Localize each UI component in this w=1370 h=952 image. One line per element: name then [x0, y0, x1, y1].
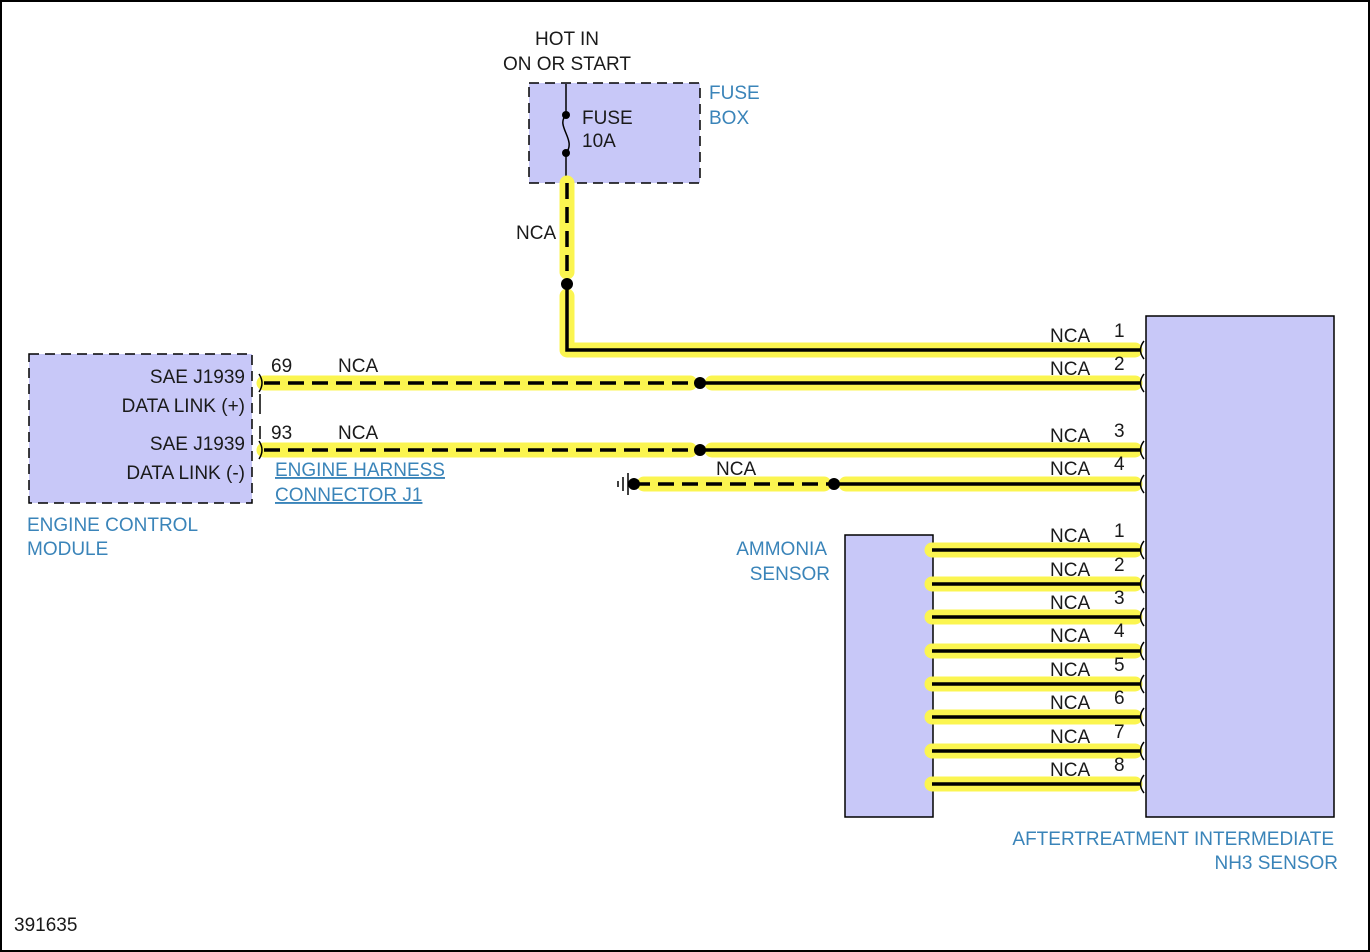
circuit-highlight: [256, 175, 1143, 492]
power-label-line2: ON OR START: [503, 54, 631, 75]
nh3-bottom-pin-6: 6: [1114, 688, 1125, 709]
nh3-bottom-circuit-2: NCA: [1050, 560, 1090, 581]
nh3-label-line1: AFTERTREATMENT INTERMEDIATE: [1012, 829, 1334, 850]
ecm-pin-plus-line1: SAE J1939: [150, 367, 245, 388]
figure-id: 391635: [14, 915, 77, 936]
pin69-wire-label: NCA: [338, 356, 378, 377]
nh3-bottom-pin-8: 8: [1114, 755, 1125, 776]
ecm-name-line1: ENGINE CONTROL: [27, 515, 198, 536]
ammonia-label-line1: AMMONIA: [736, 539, 827, 560]
ammonia-sensor-box[interactable]: [844, 534, 934, 818]
nh3-bottom-circuit-3: NCA: [1050, 593, 1090, 614]
ecm-pin-minus-line1: SAE J1939: [150, 434, 245, 455]
pin69-label: 69: [271, 356, 292, 377]
fuse-box[interactable]: [528, 82, 701, 184]
nh3-bottom-circuit-4: NCA: [1050, 626, 1090, 647]
nh3-top-pin-4: 4: [1114, 454, 1125, 475]
nh3-top-circuit-3: NCA: [1050, 426, 1090, 447]
power-label-line1: HOT IN: [535, 29, 599, 50]
harness-connector-link-line2[interactable]: CONNECTOR J1: [275, 485, 422, 506]
nh3-top-pin-2: 2: [1114, 354, 1125, 375]
nh3-bottom-circuit-1: NCA: [1050, 526, 1090, 547]
pin93-label: 93: [271, 423, 292, 444]
nh3-bottom-pin-3: 3: [1114, 588, 1125, 609]
fuse-box-label-line2: BOX: [709, 108, 749, 129]
ecm-pin-plus-line2: DATA LINK (+): [122, 396, 245, 417]
nh3-bottom-circuit-6: NCA: [1050, 693, 1090, 714]
nh3-top-pin-3: 3: [1114, 421, 1125, 442]
ground-icon: [617, 473, 634, 495]
nh3-bottom-pin-4: 4: [1114, 621, 1125, 642]
splice-fuse[interactable]: [561, 278, 573, 290]
ammonia-label-line2: SENSOR: [750, 564, 830, 585]
ecm-connector-symbols: [258, 373, 263, 460]
fuse-label: FUSE: [582, 108, 633, 129]
nh3-bottom-pin-5: 5: [1114, 655, 1125, 676]
splice-ground[interactable]: [828, 478, 840, 490]
nh3-top-circuit-1: NCA: [1050, 326, 1090, 347]
nh3-bottom-pin-1: 1: [1114, 521, 1125, 542]
nh3-bottom-pin-7: 7: [1114, 722, 1125, 743]
splice-pin2[interactable]: [694, 377, 706, 389]
nh3-bottom-circuit-5: NCA: [1050, 660, 1090, 681]
nh3-bottom-circuit-7: NCA: [1050, 727, 1090, 748]
nh3-sensor-box[interactable]: [1145, 315, 1335, 818]
ecm-pin-minus-line2: DATA LINK (-): [126, 463, 245, 484]
harness-connector-link-line1[interactable]: ENGINE HARNESS: [275, 460, 445, 481]
engine-control-module[interactable]: [28, 353, 253, 504]
fuse-box-label-line1: FUSE: [709, 83, 760, 104]
splice-pin3[interactable]: [694, 444, 706, 456]
nh3-connector-top: [1139, 340, 1145, 494]
ground-wire-label: NCA: [716, 459, 756, 480]
nh3-label-line2: NH3 SENSOR: [1214, 853, 1338, 874]
nh3-bottom-circuit-8: NCA: [1050, 760, 1090, 781]
fuse-rating: 10A: [582, 131, 616, 152]
fuse-wire-label: NCA: [516, 223, 556, 244]
ammonia-wires: [932, 548, 1140, 786]
nh3-connector-bottom: [1139, 540, 1145, 794]
nh3-top-circuit-2: NCA: [1050, 359, 1090, 380]
nh3-top-circuit-4: NCA: [1050, 459, 1090, 480]
wire-pin1[interactable]: [565, 285, 1140, 352]
nh3-bottom-pin-2: 2: [1114, 555, 1125, 576]
nh3-top-pin-1: 1: [1114, 321, 1125, 342]
pin93-wire-label: NCA: [338, 423, 378, 444]
ecm-name-line2: MODULE: [27, 539, 108, 560]
